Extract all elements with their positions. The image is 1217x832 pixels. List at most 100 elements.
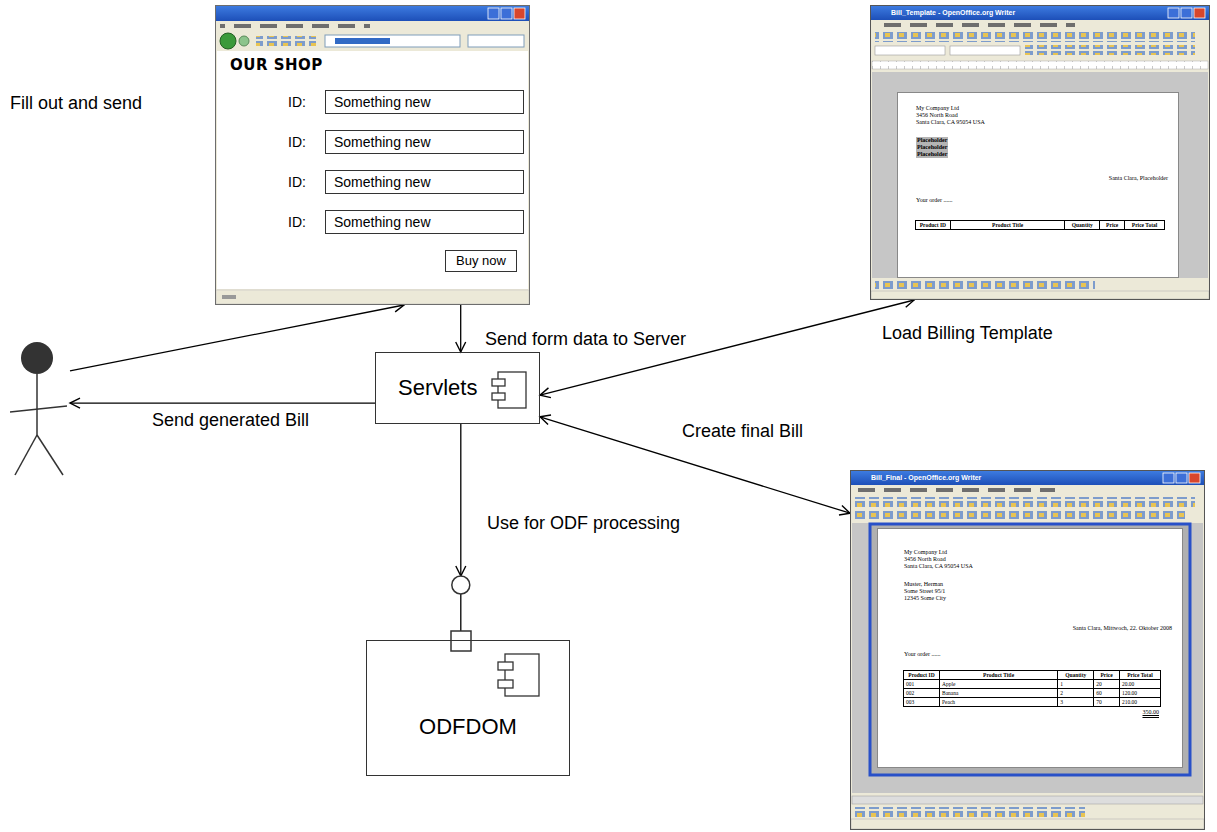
text-field: ID: Something new xyxy=(284,210,526,234)
browser-chrome xyxy=(256,36,316,46)
component-icon xyxy=(498,372,526,408)
body-line xyxy=(36,374,38,435)
interface-lollipop xyxy=(452,576,470,594)
node-text: Buy now xyxy=(456,253,506,269)
edge-label: Create final Bill xyxy=(680,420,805,442)
document-window-chrome xyxy=(852,523,1203,793)
node-text: ODFDOM xyxy=(367,713,569,741)
node-text: ID: xyxy=(288,213,306,231)
node-text: OUR SHOP xyxy=(230,56,323,74)
browser-chrome xyxy=(488,8,499,19)
table-cell: 002 xyxy=(904,689,940,698)
table-cell: 001 xyxy=(904,680,940,689)
document-page: My Company Ltd3456 North RoadSanta Clara… xyxy=(877,528,1183,768)
interface-lollipop xyxy=(451,631,471,651)
node-text: Something new xyxy=(325,210,524,234)
node-text: ID: xyxy=(288,133,306,151)
flow-arrow xyxy=(540,417,850,513)
browser-chrome xyxy=(216,6,529,21)
document-window-chrome xyxy=(850,470,1205,830)
document-window-chrome xyxy=(1025,45,1195,55)
browser-window: OUR SHOPID:Something newID:Something new… xyxy=(215,5,530,305)
text-field: ID: Something new xyxy=(284,130,526,154)
document-window-chrome xyxy=(1168,8,1179,18)
browser-chrome xyxy=(217,51,528,289)
table-cell: Product Title xyxy=(940,671,1058,680)
node-text: Bill_Final - OpenOffice.org Writer xyxy=(871,473,981,482)
document-window-chrome xyxy=(872,61,1208,69)
text-field: ID: Something new xyxy=(284,170,526,194)
node-text: Bill_Template - OpenOffice.org Writer xyxy=(891,8,1015,17)
node-text: Something new xyxy=(325,170,524,194)
component-box: ODFDOM xyxy=(366,640,570,776)
table-cell: Quantity xyxy=(1058,671,1094,680)
document-window-chrome xyxy=(875,32,1195,42)
flow-arrow xyxy=(70,402,375,403)
table-cell: 003 xyxy=(904,698,940,707)
flow-arrow xyxy=(460,305,461,352)
component-icon xyxy=(492,393,505,400)
document-window-chrome xyxy=(855,488,1055,492)
document-window-chrome xyxy=(1189,473,1200,483)
node-text: Placeholder xyxy=(916,144,948,151)
table-cell: Banana xyxy=(940,689,1058,698)
flow-arrow xyxy=(460,424,461,640)
document-window-chrome xyxy=(855,497,1195,507)
total-amount: 350.00 xyxy=(1119,708,1159,716)
node-text: Santa Clara, Mittwoch, 22. Oktober 2008 xyxy=(1073,625,1172,632)
node-text: Placeholder xyxy=(916,137,948,144)
node-text: ID: xyxy=(288,173,306,191)
table-cell: Price xyxy=(1100,221,1125,230)
table-cell: 20.00 xyxy=(1120,680,1161,689)
flow-arrow xyxy=(70,305,404,371)
node-text: Your order ...... xyxy=(916,197,952,204)
table-cell: Price Total xyxy=(1125,221,1165,230)
node-text: Something new xyxy=(325,130,524,154)
browser-chrome xyxy=(215,5,530,305)
edge-label: Use for ODF processing xyxy=(485,512,682,534)
table-cell: 20 xyxy=(1094,680,1120,689)
document-window-chrome xyxy=(870,5,1210,300)
node-text: 12345 Some City xyxy=(904,595,946,602)
component-icon xyxy=(505,654,539,696)
document-window-chrome xyxy=(875,281,1095,290)
document-window-chrome xyxy=(852,796,1203,804)
browser-chrome xyxy=(239,36,249,46)
table-cell: 70 xyxy=(1094,698,1120,707)
node-text: My Company Ltd xyxy=(904,549,947,556)
component-icon xyxy=(492,379,505,386)
document-window-chrome xyxy=(851,819,1204,829)
leg-line xyxy=(15,435,37,475)
node-text: My Company Ltd xyxy=(916,105,959,112)
bill-table: Product IDProduct TitleQuantityPricePric… xyxy=(903,670,1161,707)
document-window-chrome xyxy=(855,510,1185,520)
browser-chrome xyxy=(335,38,390,44)
edge-label: Send generated Bill xyxy=(150,409,311,431)
browser-chrome xyxy=(216,290,529,304)
leg-line xyxy=(37,435,63,475)
stick-figure-limbs xyxy=(10,374,67,475)
component-box: Servlets xyxy=(375,352,540,424)
stick-figure-outline xyxy=(5,340,70,480)
table-cell: Product Title xyxy=(951,221,1066,230)
document-window-chrome xyxy=(1163,473,1174,483)
document-window-chrome xyxy=(851,471,1204,485)
document-window-chrome xyxy=(875,46,945,55)
document-page: My Company Ltd3456 North RoadSanta Clara… xyxy=(897,92,1179,278)
document-window-chrome xyxy=(872,72,1208,278)
node-text: Some Street 95/1 xyxy=(904,588,945,595)
browser-chrome xyxy=(501,8,512,19)
component-icon xyxy=(498,662,513,670)
document-window-chrome xyxy=(850,470,1205,830)
document-window: Bill_Template - OpenOffice.org Writer My … xyxy=(870,5,1210,300)
table-cell: Price xyxy=(1094,671,1120,680)
document-window-chrome xyxy=(870,5,1210,300)
table-cell: Product ID xyxy=(904,671,940,680)
edge-label: Fill out and send xyxy=(8,92,144,114)
edge-label: Send form data to Server xyxy=(483,328,688,350)
stick-figure xyxy=(5,340,70,480)
document-window-chrome xyxy=(950,46,1020,55)
table-cell: Product ID xyxy=(916,221,951,230)
table-cell: 2 xyxy=(1058,689,1094,698)
